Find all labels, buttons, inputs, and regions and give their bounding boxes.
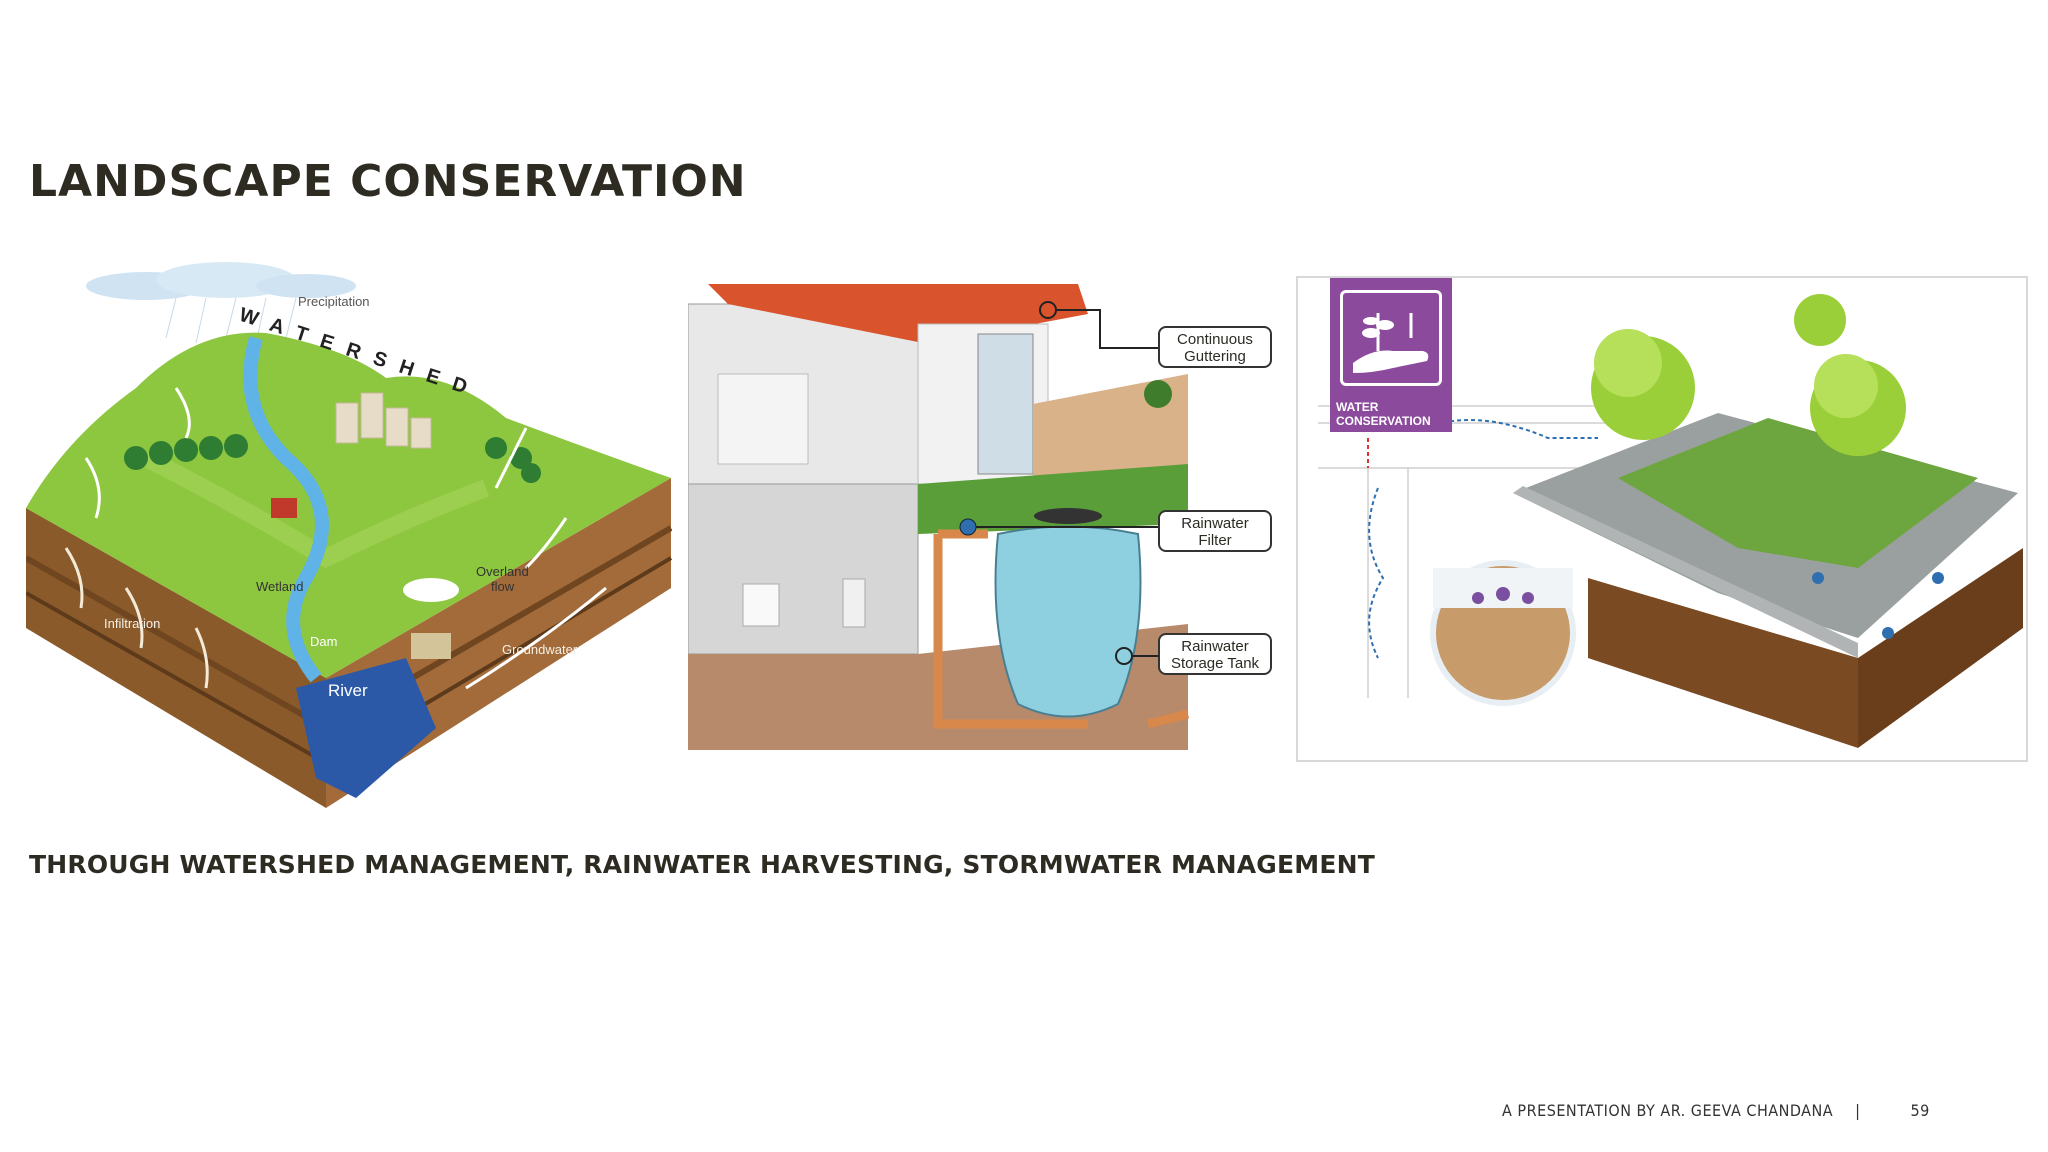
house-lower-floor bbox=[688, 483, 919, 655]
groundwater-label: Groundwater bbox=[502, 642, 578, 657]
planted-lawn bbox=[1618, 418, 1978, 568]
continuous-guttering-callout: Continuous Guttering bbox=[1158, 326, 1272, 368]
rainwater-tank-callout: Rainwater Storage Tank bbox=[1158, 633, 1272, 675]
callout-line: Continuous bbox=[1177, 331, 1253, 348]
stormwater-illustration bbox=[1318, 294, 2023, 748]
hill-grass bbox=[26, 332, 671, 678]
callout-line: Rainwater bbox=[1181, 638, 1249, 655]
river-water bbox=[296, 658, 436, 798]
river-label: River bbox=[328, 681, 368, 700]
precipitation-label: Precipitation bbox=[298, 294, 370, 309]
footer-credit: A PRESENTATION BY AR. GEEVA CHANDANA bbox=[1502, 1101, 1834, 1120]
filter-icon bbox=[959, 518, 977, 536]
tank-lid bbox=[1034, 508, 1102, 524]
rainwater-harvesting-illustration bbox=[688, 284, 1190, 750]
badge-label-line-1: WATER bbox=[1336, 400, 1379, 414]
factory bbox=[411, 633, 451, 659]
pipes bbox=[933, 529, 1190, 729]
stormwater-panel: WATER CONSERVATION bbox=[1296, 276, 2028, 762]
tree-cluster bbox=[124, 434, 541, 483]
slide-footer: A PRESENTATION BY AR. GEEVA CHANDANA | 59 bbox=[1502, 1101, 1930, 1120]
water-conservation-badge: WATER CONSERVATION bbox=[1330, 278, 1452, 432]
storage-tank bbox=[994, 525, 1142, 718]
badge-label-line-2: CONSERVATION bbox=[1336, 414, 1431, 428]
overland-label-1: Overland bbox=[476, 564, 529, 579]
infiltration-label: Infiltration bbox=[104, 616, 160, 631]
overland-label-2: flow bbox=[491, 579, 515, 594]
barn bbox=[271, 498, 297, 518]
callout-line: Filter bbox=[1198, 532, 1232, 549]
callout-line: Guttering bbox=[1184, 348, 1246, 365]
glass-door bbox=[977, 333, 1034, 475]
cloud-shape bbox=[86, 262, 356, 300]
slide-title: LANDSCAPE CONSERVATION bbox=[29, 156, 747, 207]
rainwater-filter-callout: Rainwater Filter bbox=[1158, 510, 1272, 552]
city-buildings bbox=[335, 392, 432, 449]
slide-subtitle: THROUGH WATERSHED MANAGEMENT, RAINWATER … bbox=[29, 850, 1376, 879]
watershed-illustration: Precipitation WATERSHED Wetland Overland… bbox=[26, 262, 672, 808]
water-heater bbox=[842, 578, 866, 628]
block-soil-right bbox=[1858, 548, 2023, 748]
page-number: 59 bbox=[1910, 1101, 1930, 1120]
callout-line: Rainwater bbox=[1181, 515, 1249, 532]
river-stream bbox=[243, 336, 329, 683]
street-trees bbox=[1591, 294, 1906, 456]
washing-machine bbox=[742, 583, 780, 627]
footer-separator: | bbox=[1855, 1101, 1861, 1120]
block-soil-left bbox=[1588, 578, 1858, 748]
dam-label: Dam bbox=[310, 634, 337, 649]
leaf-hand-icon bbox=[1340, 290, 1442, 386]
flow-arrows bbox=[84, 387, 607, 690]
soil-left-face bbox=[26, 508, 326, 808]
callout-line: Storage Tank bbox=[1170, 655, 1260, 672]
wetland-label: Wetland bbox=[256, 579, 303, 594]
